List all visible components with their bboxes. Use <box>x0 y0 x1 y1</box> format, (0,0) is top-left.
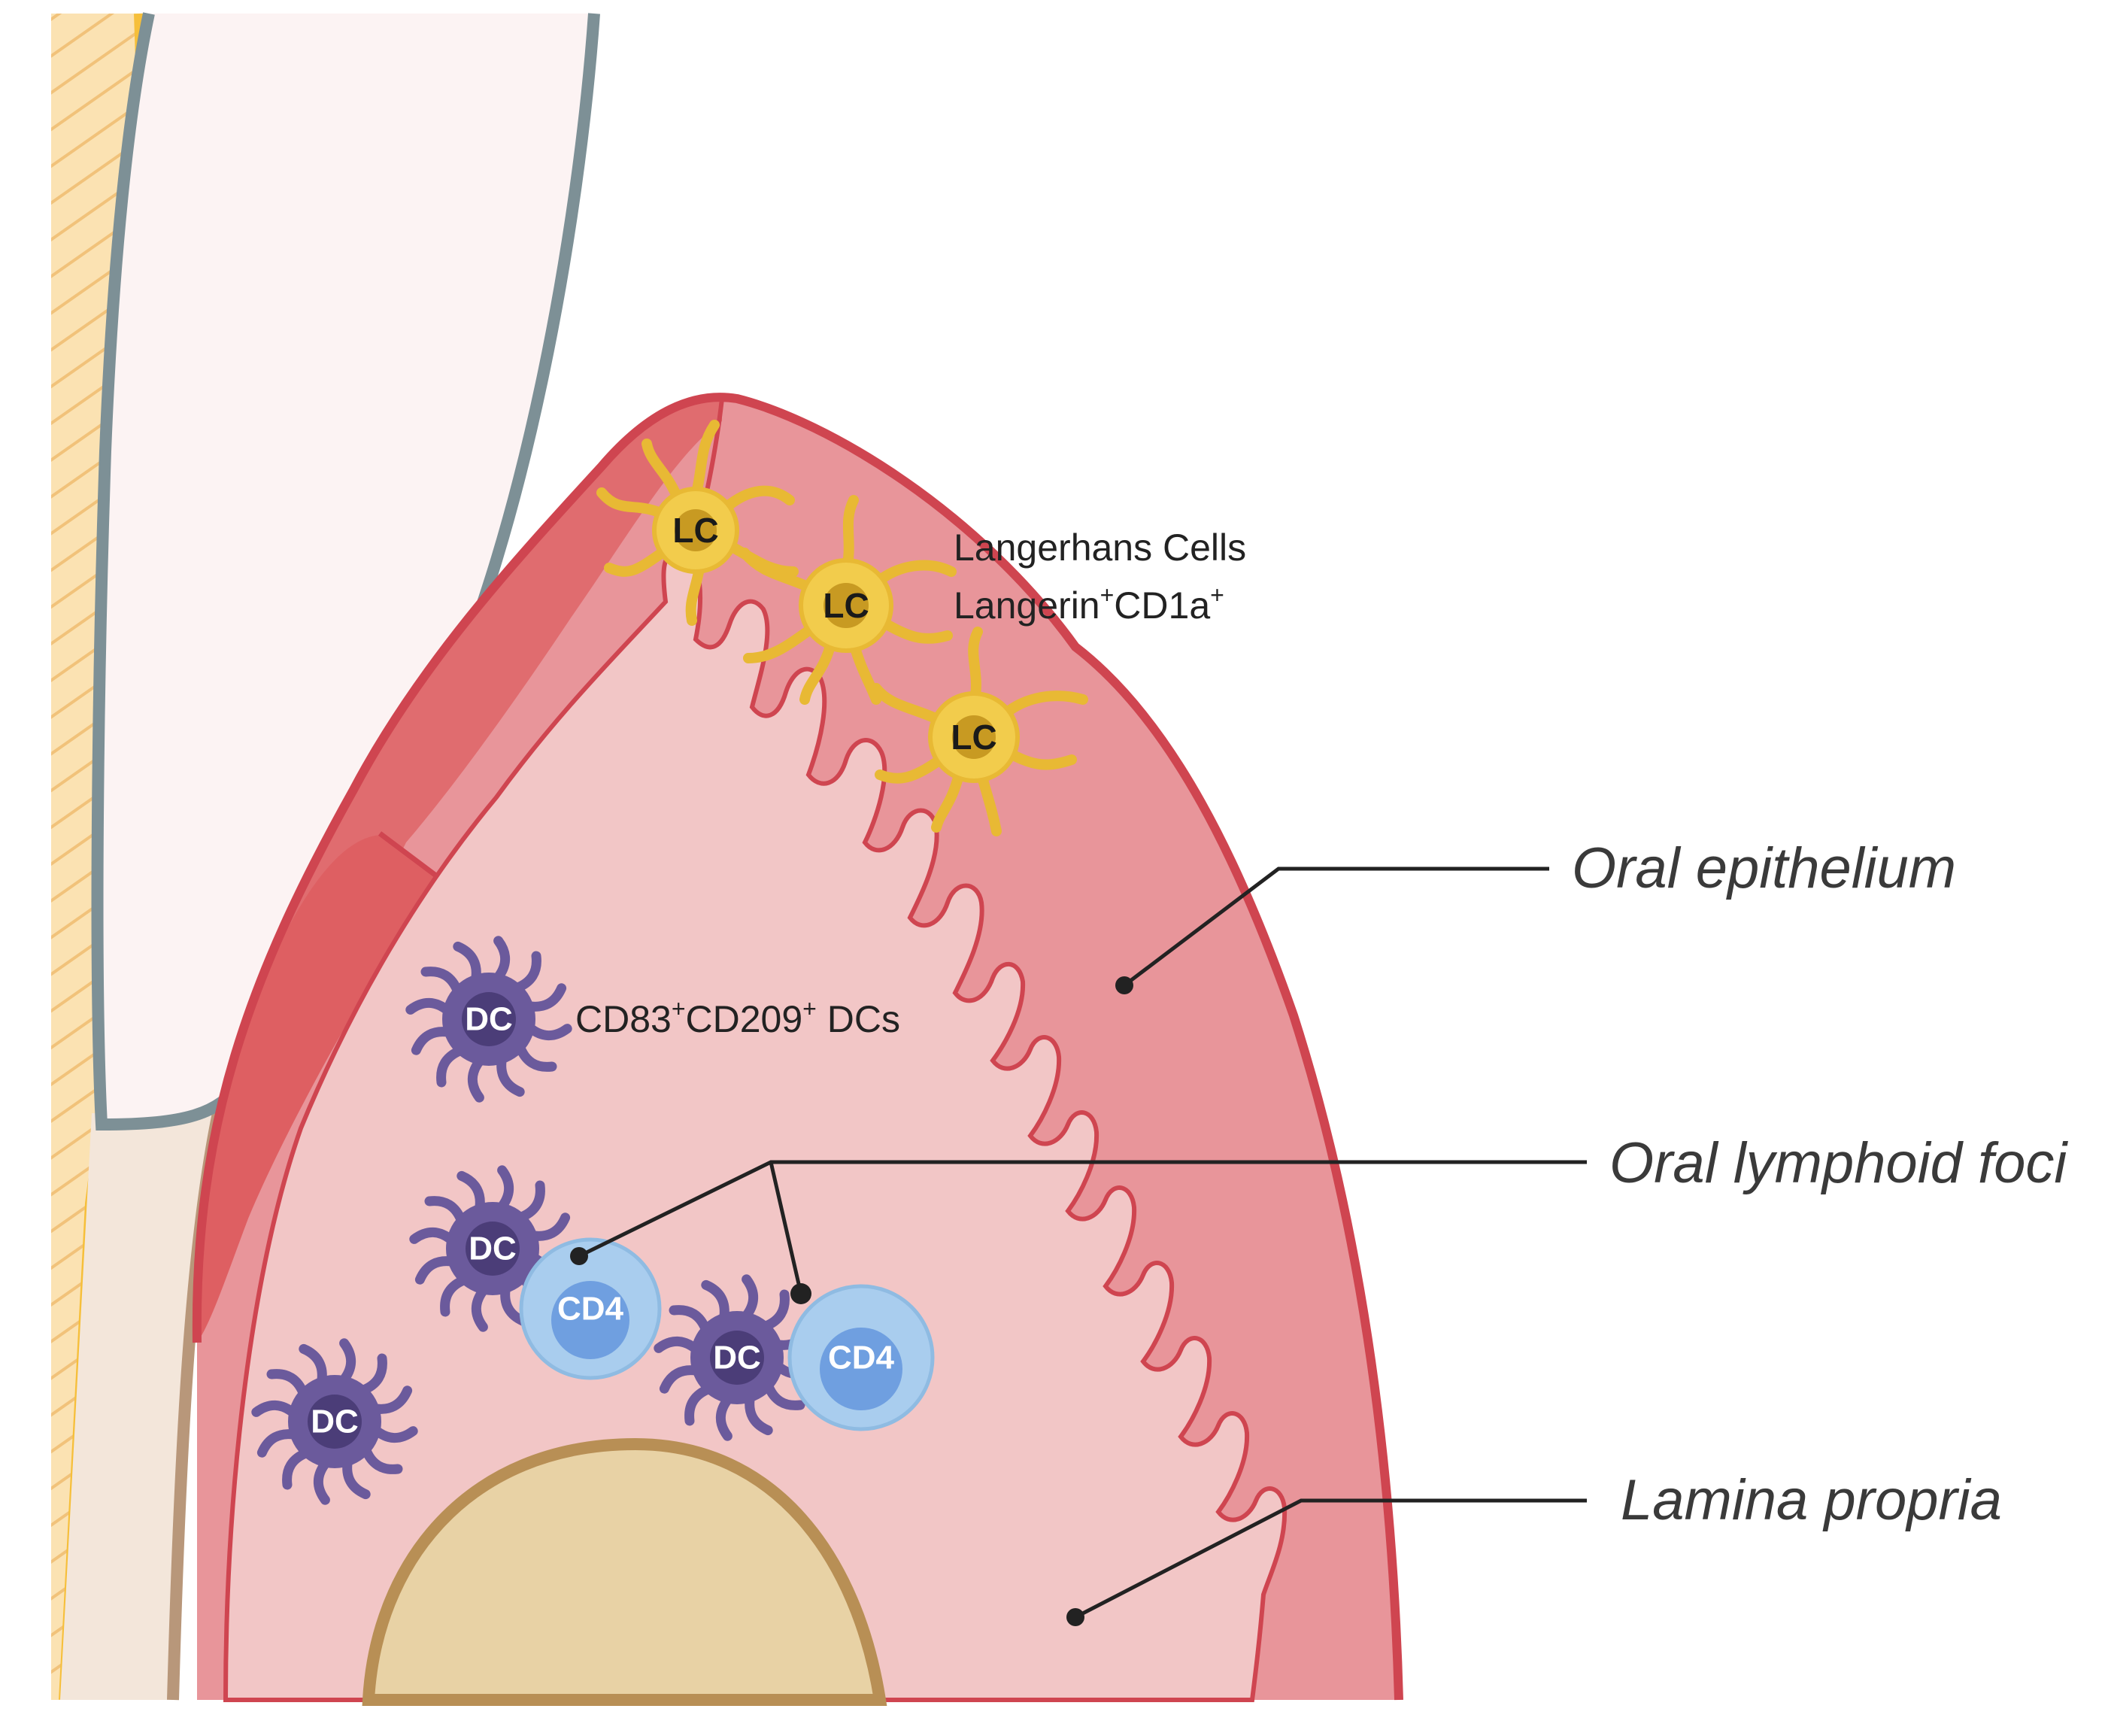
callout-oral-epithelium: Oral epithelium <box>1115 836 1956 994</box>
lc-label: LC <box>672 511 718 550</box>
lc-nucleus <box>675 509 717 551</box>
callout-label: Lamina propria <box>1621 1468 2002 1532</box>
langerhans-cell-2: LC <box>739 495 957 705</box>
dc-label: DC <box>311 1404 359 1440</box>
dc-nucleus <box>466 1222 520 1276</box>
cd4-cell-1: CD4 <box>519 1237 662 1380</box>
callout-dot <box>1115 976 1133 994</box>
langerhans-cell-3: LC <box>871 627 1088 836</box>
callout-line <box>1074 1498 1587 1619</box>
dc-nucleus <box>308 1395 362 1449</box>
cd83-text: CD83 <box>575 998 672 1040</box>
langerhans-label-line1: Langerhans Cells <box>954 527 1246 569</box>
superscript-plus: + <box>672 995 686 1022</box>
langerhans-label-text: Langerhans Cells <box>954 527 1246 569</box>
langerhans-cell-1: LC <box>596 420 799 626</box>
langerhans-label-line2: Langerin+CD1a+ <box>954 581 1224 627</box>
dc-label: DC <box>465 1001 513 1038</box>
dendritic-cell-3: DC <box>251 1338 418 1505</box>
callout-lamina-propria: Lamina propria <box>1066 1468 2002 1626</box>
callout-dot <box>1066 1608 1084 1626</box>
superscript-plus: + <box>1210 581 1224 609</box>
dcs-text: DCs <box>817 998 900 1040</box>
callout-dot <box>790 1283 811 1304</box>
lc-nucleus <box>952 715 996 759</box>
cd4-cell-2: CD4 <box>787 1284 935 1431</box>
tooth-enamel-outline <box>91 12 600 1131</box>
root-region <box>60 1113 218 1700</box>
dc-marker-label: CD83+CD209+ DCs <box>575 995 900 1040</box>
lc-label: LC <box>951 718 996 757</box>
callout-dot <box>570 1247 588 1265</box>
callout-oral-lymphoid-foci: Oral lymphoid foci <box>570 1131 2068 1304</box>
sulcular-divider <box>378 831 442 881</box>
callout-line-branch <box>769 1161 803 1294</box>
langerin-text: Langerin <box>954 584 1100 627</box>
superscript-plus: + <box>1100 581 1115 609</box>
callout-line <box>1123 866 1549 987</box>
callout-label: Oral epithelium <box>1572 836 1956 900</box>
lc-nucleus <box>823 583 869 628</box>
lc-label: LC <box>823 586 869 625</box>
dendritic-cell-1: DC <box>405 936 572 1103</box>
cd209-text: CD209 <box>686 998 803 1040</box>
lamina-propria-region <box>223 550 1288 1702</box>
tooth-crown <box>98 14 594 1124</box>
dc-label: DC <box>713 1340 761 1376</box>
dc-nucleus <box>462 992 516 1046</box>
alveolar-bone <box>362 1437 887 1706</box>
sulcular-lower <box>196 835 436 1343</box>
gingiva-border <box>192 393 1403 1701</box>
cd4-nucleus <box>551 1281 629 1359</box>
dc-label: DC <box>469 1231 517 1267</box>
cd1a-text: CD1a <box>1114 584 1210 627</box>
superscript-plus: + <box>802 995 817 1022</box>
dc-nucleus <box>710 1331 764 1385</box>
callout-label: Oral lymphoid foci <box>1609 1131 2068 1195</box>
cd4-nucleus <box>820 1328 902 1410</box>
cd4-label: CD4 <box>557 1291 624 1328</box>
cd4-label: CD4 <box>828 1340 895 1376</box>
dendritic-cell-2: DC <box>409 1165 576 1332</box>
